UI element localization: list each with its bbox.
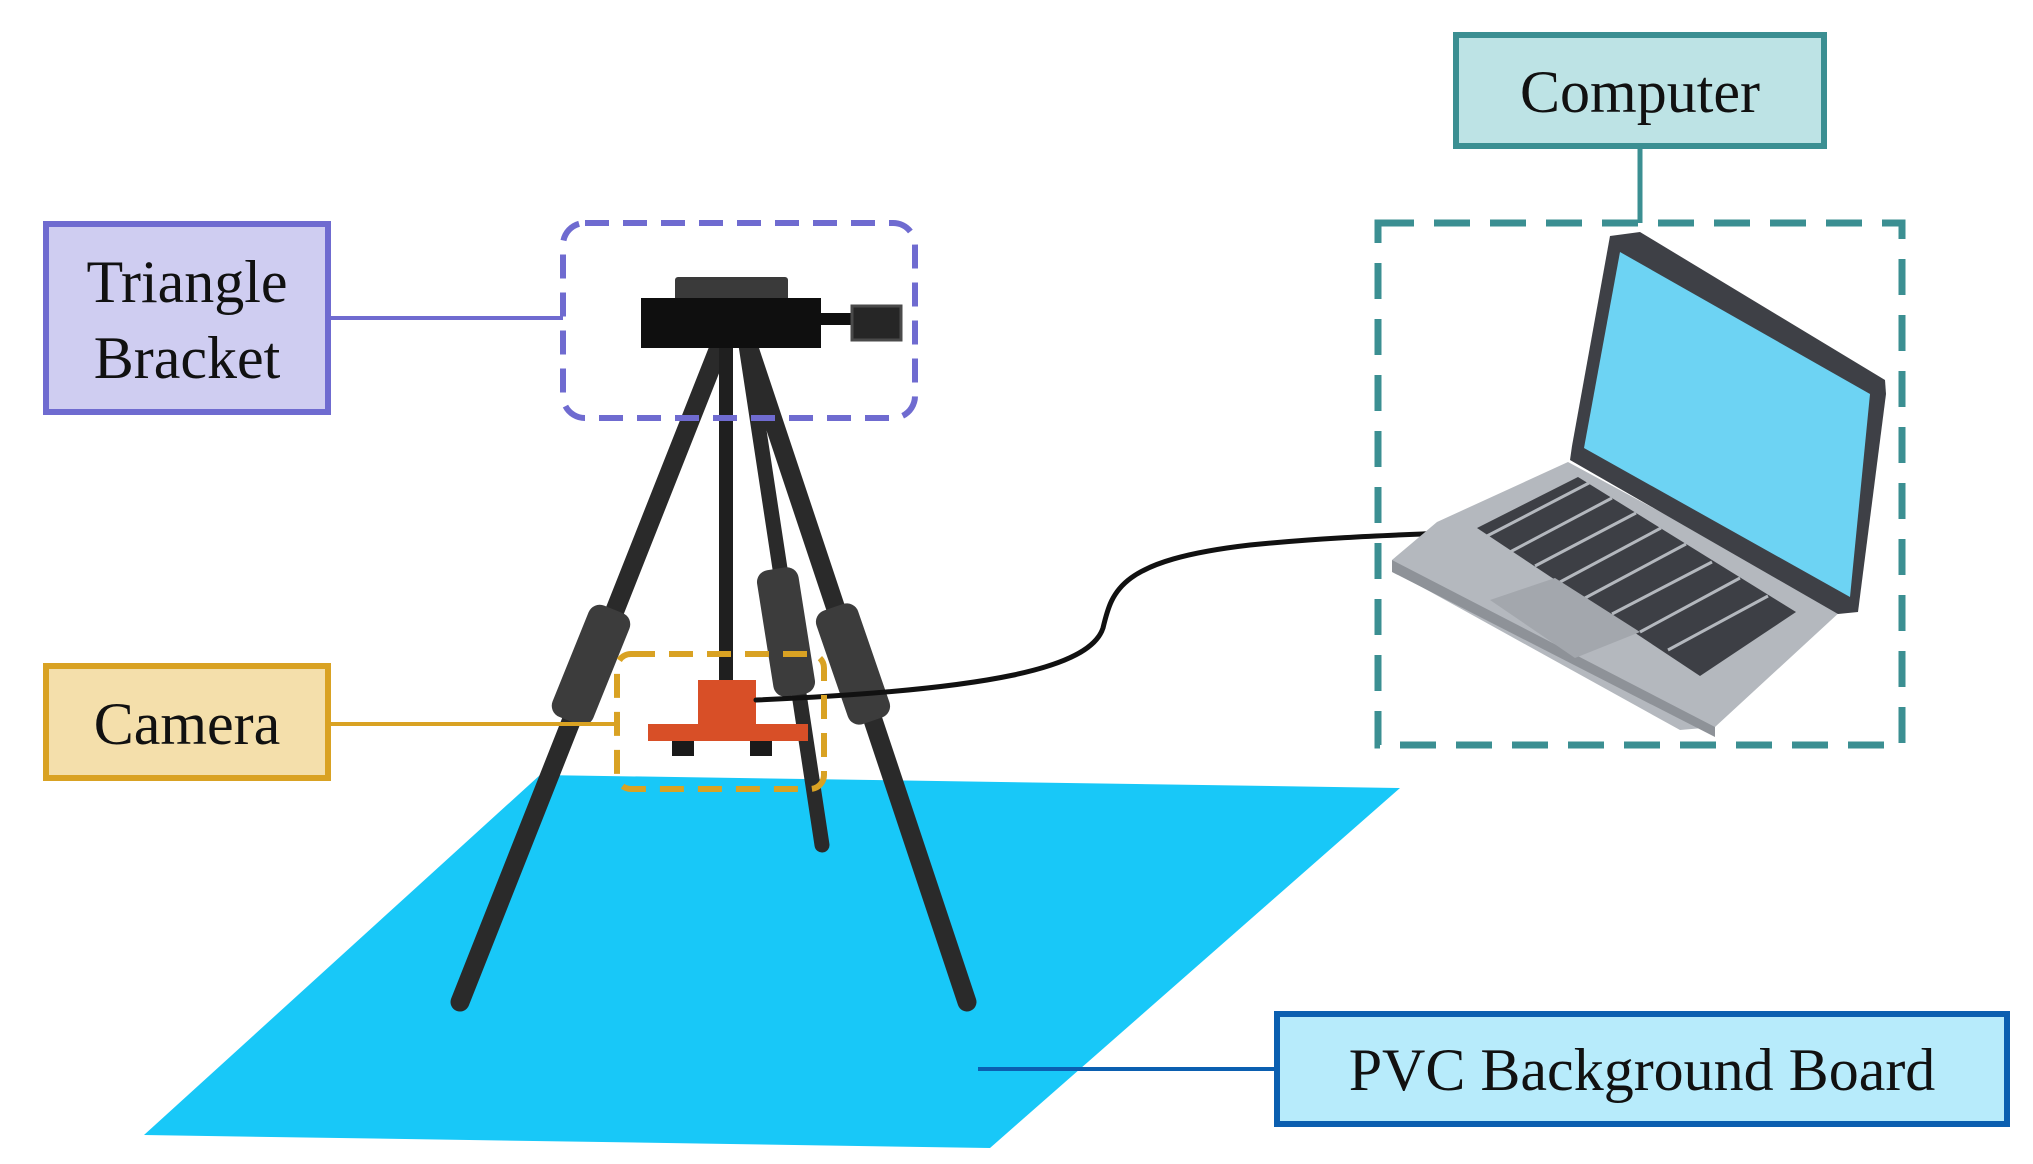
camera-label-box: Camera bbox=[43, 663, 331, 781]
computer-highlight bbox=[1374, 219, 1906, 749]
triangle-bracket-label-line1: Triangle bbox=[86, 249, 287, 315]
camera-label: Camera bbox=[94, 691, 281, 757]
triangle-bracket-highlight bbox=[560, 220, 918, 421]
cable-icon bbox=[753, 530, 1448, 703]
computer-label-box: Computer bbox=[1453, 32, 1827, 149]
triangle-bracket-label-line2: Bracket bbox=[94, 325, 281, 391]
triangle-bracket-label-box: Triangle Bracket bbox=[43, 221, 331, 415]
pvc-board-surface bbox=[144, 775, 1400, 1148]
camera-highlight bbox=[614, 651, 827, 792]
laptop-icon bbox=[1392, 232, 1886, 737]
camera-icon bbox=[648, 680, 808, 756]
tripod-icon bbox=[450, 277, 977, 1012]
computer-label: Computer bbox=[1520, 59, 1760, 125]
pvc-board-label-box: PVC Background Board bbox=[1274, 1011, 2010, 1127]
pvc-board-label: PVC Background Board bbox=[1349, 1037, 1936, 1103]
